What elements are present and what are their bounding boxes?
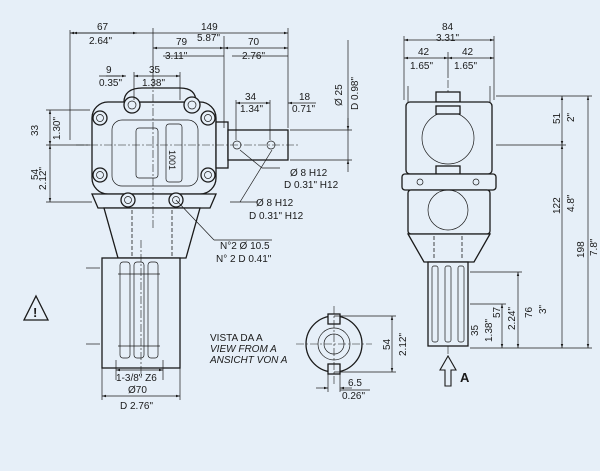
dim-67-in: 2.64" — [89, 36, 112, 47]
dim-70: 70 — [248, 37, 260, 48]
dim-54: 54 — [30, 168, 41, 180]
dim-57-in: 2.24" — [507, 307, 518, 330]
dim-79: 79 — [176, 37, 188, 48]
dim-35: 35 — [149, 65, 161, 76]
view-from-a: 54 2.12" 6.5 0.26" VISTA DA A VIEW FROM … — [209, 306, 409, 402]
warning-triangle-icon: ! — [22, 294, 50, 321]
dim-33: 33 — [30, 124, 41, 136]
dim-18-in: 0.71" — [292, 104, 315, 115]
svg-text:!: ! — [33, 305, 37, 320]
dim-35b: 35 — [470, 324, 481, 336]
view-label-en: VIEW FROM A — [210, 344, 277, 355]
dim-d70-in: D 2.76" — [120, 401, 153, 412]
view-arrow-icon: A — [439, 354, 470, 387]
dim-198-in: 7.8" — [589, 238, 600, 256]
dim-76: 76 — [524, 306, 535, 318]
dim-65-in: 0.26" — [342, 391, 365, 402]
dim-35b-in: 1.38" — [484, 319, 495, 342]
hole-8-upper-in: D 0.31" H12 — [284, 180, 339, 191]
spline-label: 1-3/8" Z6 — [116, 373, 157, 384]
dim-54-in: 2.12" — [38, 167, 49, 190]
hole-8-lower: Ø 8 H12 — [256, 198, 294, 209]
dim-122-in: 4.8" — [566, 194, 577, 212]
dim-42a: 42 — [418, 47, 430, 58]
side-dimensions: 84 3.31" 42 1.65" 42 1.65" 51 2" 122 4.8… — [403, 22, 600, 349]
dim-51-in: 2" — [566, 112, 577, 122]
dim-33-in: 1.30" — [52, 117, 63, 140]
dim-9: 9 — [106, 65, 112, 76]
dim-51: 51 — [552, 112, 563, 124]
mount-holes-in: N° 2 D 0.41" — [216, 254, 272, 265]
dim-149-in: 5.87" — [197, 33, 220, 44]
dim-d70: Ø70 — [128, 385, 147, 396]
dim-d25: Ø 25 — [334, 84, 345, 106]
hole-8-upper: Ø 8 H12 — [290, 168, 328, 179]
dim-42b-in: 1.65" — [454, 61, 477, 72]
dim-42a-in: 1.65" — [410, 61, 433, 72]
view-label-it: VISTA DA A — [210, 333, 263, 344]
dim-149: 149 — [201, 22, 218, 33]
dim-84-in: 3.31" — [436, 33, 459, 44]
dim-34: 34 — [245, 92, 257, 103]
svg-text:1001: 1001 — [167, 150, 177, 170]
dim-54b-in: 2.12" — [398, 333, 409, 356]
dim-34-in: 1.34" — [240, 104, 263, 115]
dim-54b: 54 — [382, 338, 393, 350]
dim-42b: 42 — [462, 47, 474, 58]
dim-84: 84 — [442, 22, 454, 33]
dim-9-in: 0.35" — [99, 78, 122, 89]
dim-65: 6.5 — [348, 378, 362, 389]
front-view: 1001 — [76, 80, 300, 380]
dim-18: 18 — [299, 92, 311, 103]
view-label-de: ANSICHT VON A — [209, 355, 288, 366]
front-dimensions: 67 2.64" 149 5.87" 79 3.11" 70 2.76" 9 0… — [30, 22, 361, 412]
mount-holes: N°2 Ø 10.5 — [220, 241, 270, 252]
dim-122: 122 — [552, 197, 563, 214]
dim-70-in: 2.76" — [242, 51, 265, 62]
dim-198: 198 — [576, 241, 587, 258]
dim-76-in: 3" — [538, 304, 549, 314]
dim-79-in: 3.11" — [165, 51, 188, 62]
arrow-label: A — [460, 370, 470, 385]
dim-57: 57 — [492, 306, 503, 318]
hole-8-lower-in: D 0.31" H12 — [249, 211, 304, 222]
dim-d25-in: D 0.98" — [350, 77, 361, 110]
side-view — [401, 80, 497, 360]
dim-35-in: 1.38" — [142, 78, 165, 89]
dim-67: 67 — [97, 22, 109, 33]
